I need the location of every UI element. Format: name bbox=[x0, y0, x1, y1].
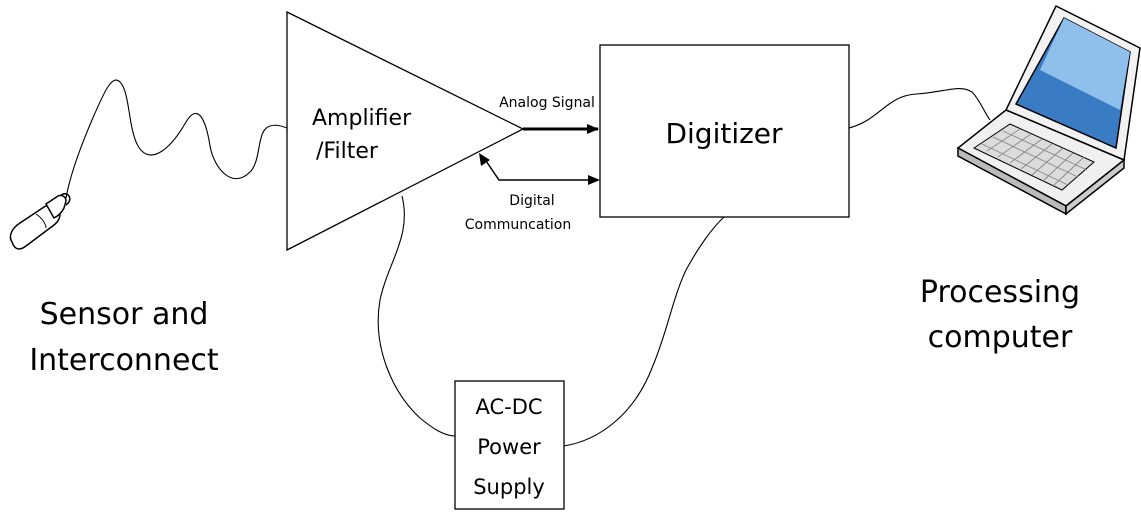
analog-signal-label: Analog Signal bbox=[499, 95, 595, 111]
laptop-icon bbox=[956, 4, 1141, 216]
digitizer-label: Digitizer bbox=[665, 117, 783, 150]
computer-caption-line1: Processing bbox=[920, 275, 1080, 310]
power-supply-label-line1: AC-DC bbox=[475, 395, 542, 419]
power-supply-block bbox=[454, 380, 565, 510]
sensor-cable bbox=[65, 79, 288, 199]
digital-arrowhead-right bbox=[588, 175, 600, 185]
amplifier-label-line1: Amplifier bbox=[312, 106, 412, 131]
sensor-caption-line2: Interconnect bbox=[29, 343, 219, 378]
power-supply-label-line3: Supply bbox=[473, 475, 545, 499]
computer-caption-line2: computer bbox=[928, 320, 1073, 355]
power-cable-amplifier bbox=[377, 195, 456, 437]
digital-communication-label-line1: Digital bbox=[509, 193, 554, 209]
amplifier-label-line2: /Filter bbox=[316, 139, 379, 164]
sensor-probe-icon bbox=[9, 193, 71, 250]
digital-communication-arrow bbox=[483, 157, 598, 181]
digitizer-block bbox=[599, 44, 850, 218]
power-supply-label-line2: Power bbox=[477, 435, 541, 459]
sensor-caption-line1: Sensor and bbox=[40, 297, 209, 332]
digital-arrowhead-left bbox=[479, 153, 490, 166]
digital-communication-label-line2: Communcation bbox=[465, 217, 571, 233]
computer-cable bbox=[848, 88, 991, 129]
amplifier-block bbox=[286, 10, 525, 252]
power-cable-digitizer bbox=[563, 216, 725, 447]
